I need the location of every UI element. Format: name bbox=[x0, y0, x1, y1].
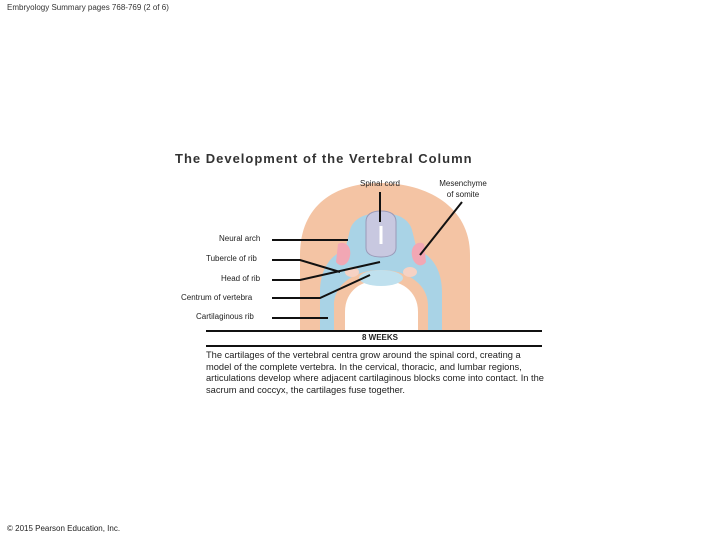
centrum-shape bbox=[359, 270, 403, 286]
left-somite-patch bbox=[336, 242, 351, 266]
label-cartilaginous-rib: Cartilaginous rib bbox=[196, 312, 254, 321]
rule-top bbox=[206, 330, 542, 332]
label-head-of-rib: Head of rib bbox=[221, 274, 261, 283]
leader-tubercle bbox=[272, 259, 341, 273]
right-rib-head bbox=[403, 267, 417, 277]
copyright: © 2015 Pearson Education, Inc. bbox=[7, 524, 121, 533]
page-header: Embryology Summary pages 768-769 (2 of 6… bbox=[7, 3, 169, 12]
label-mesenchyme-line2: of somite bbox=[446, 190, 480, 199]
label-mesenchyme-line1: Mesenchyme bbox=[439, 179, 487, 188]
stage-label: 8 WEEKS bbox=[362, 333, 399, 342]
right-somite-patch bbox=[411, 242, 426, 266]
vertebra-cartilage bbox=[320, 214, 442, 330]
inner-cavity bbox=[345, 280, 418, 330]
label-neural-arch: Neural arch bbox=[219, 234, 261, 243]
label-tubercle-of-rib: Tubercle of rib bbox=[206, 254, 257, 263]
figure-title: The Development of the Vertebral Column bbox=[175, 151, 473, 166]
figure-caption: The cartilages of the vertebral centra g… bbox=[206, 350, 544, 395]
leader-centrum bbox=[272, 274, 371, 299]
leader-head-of-rib bbox=[272, 261, 381, 281]
rule-bottom bbox=[206, 345, 542, 347]
label-centrum: Centrum of vertebra bbox=[181, 293, 253, 302]
label-spinal-cord: Spinal cord bbox=[359, 179, 401, 188]
leader-mesenchyme bbox=[419, 201, 463, 256]
